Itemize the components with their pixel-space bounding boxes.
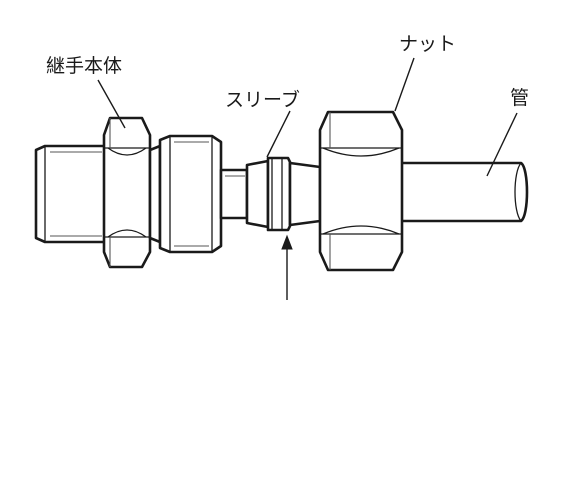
body-hex bbox=[102, 116, 152, 269]
threaded-end bbox=[34, 144, 107, 244]
sleeve-arrow bbox=[281, 234, 293, 300]
sleeve bbox=[245, 156, 322, 232]
nut bbox=[318, 110, 404, 272]
body-barrel bbox=[158, 134, 223, 254]
body-neck bbox=[148, 144, 162, 244]
body-label: 継手本体 bbox=[46, 55, 122, 77]
nut-callout: ナット bbox=[394, 33, 456, 112]
body-callout: 継手本体 bbox=[46, 55, 126, 129]
body-tail bbox=[219, 168, 249, 220]
pipe-callout: 管 bbox=[486, 87, 529, 177]
nut-label: ナット bbox=[399, 33, 456, 55]
pipe bbox=[397, 161, 529, 223]
arrow-head-icon bbox=[281, 234, 293, 250]
sleeve-label: スリーブ bbox=[225, 88, 300, 111]
sleeve-callout: スリーブ bbox=[225, 88, 300, 158]
pipe-label: 管 bbox=[510, 87, 529, 109]
